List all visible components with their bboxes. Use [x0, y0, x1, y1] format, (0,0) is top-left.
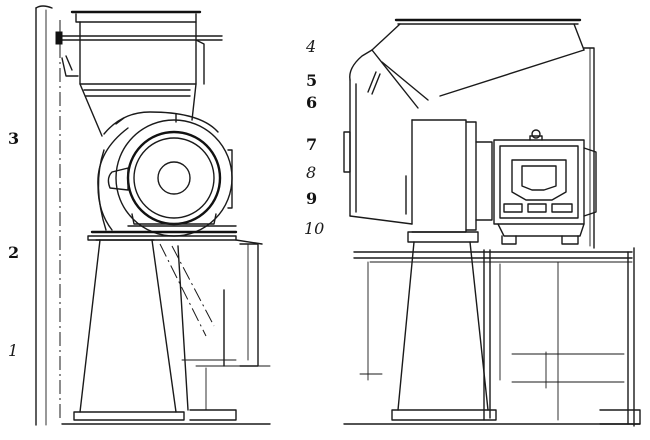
crusher-housing-right — [343, 79, 493, 233]
callout-2: 2 — [8, 243, 19, 262]
callout-7: 7 — [306, 135, 317, 154]
hopper-left — [55, 10, 223, 137]
callout-9: 9 — [306, 189, 317, 208]
motor-right — [493, 129, 597, 245]
hopper-right — [349, 18, 585, 109]
crusher-housing-left — [97, 111, 233, 237]
pedestal-left — [61, 239, 271, 425]
callout-labels: 1 2 3 4 5 6 7 8 9 10 — [8, 37, 324, 360]
callout-3: 3 — [8, 129, 19, 148]
belt-guard-left — [159, 243, 271, 421]
callout-4: 4 — [305, 37, 316, 56]
left-view — [35, 5, 271, 426]
base-left — [87, 225, 263, 245]
callout-1: 1 — [8, 341, 18, 360]
callout-5: 5 — [306, 71, 317, 90]
callout-10: 10 — [304, 219, 324, 238]
callout-8: 8 — [306, 163, 316, 182]
wall-column — [35, 5, 61, 426]
pedestal-right — [343, 231, 641, 425]
callout-6: 6 — [306, 93, 317, 112]
frame-right — [353, 47, 641, 427]
right-view — [343, 18, 641, 427]
